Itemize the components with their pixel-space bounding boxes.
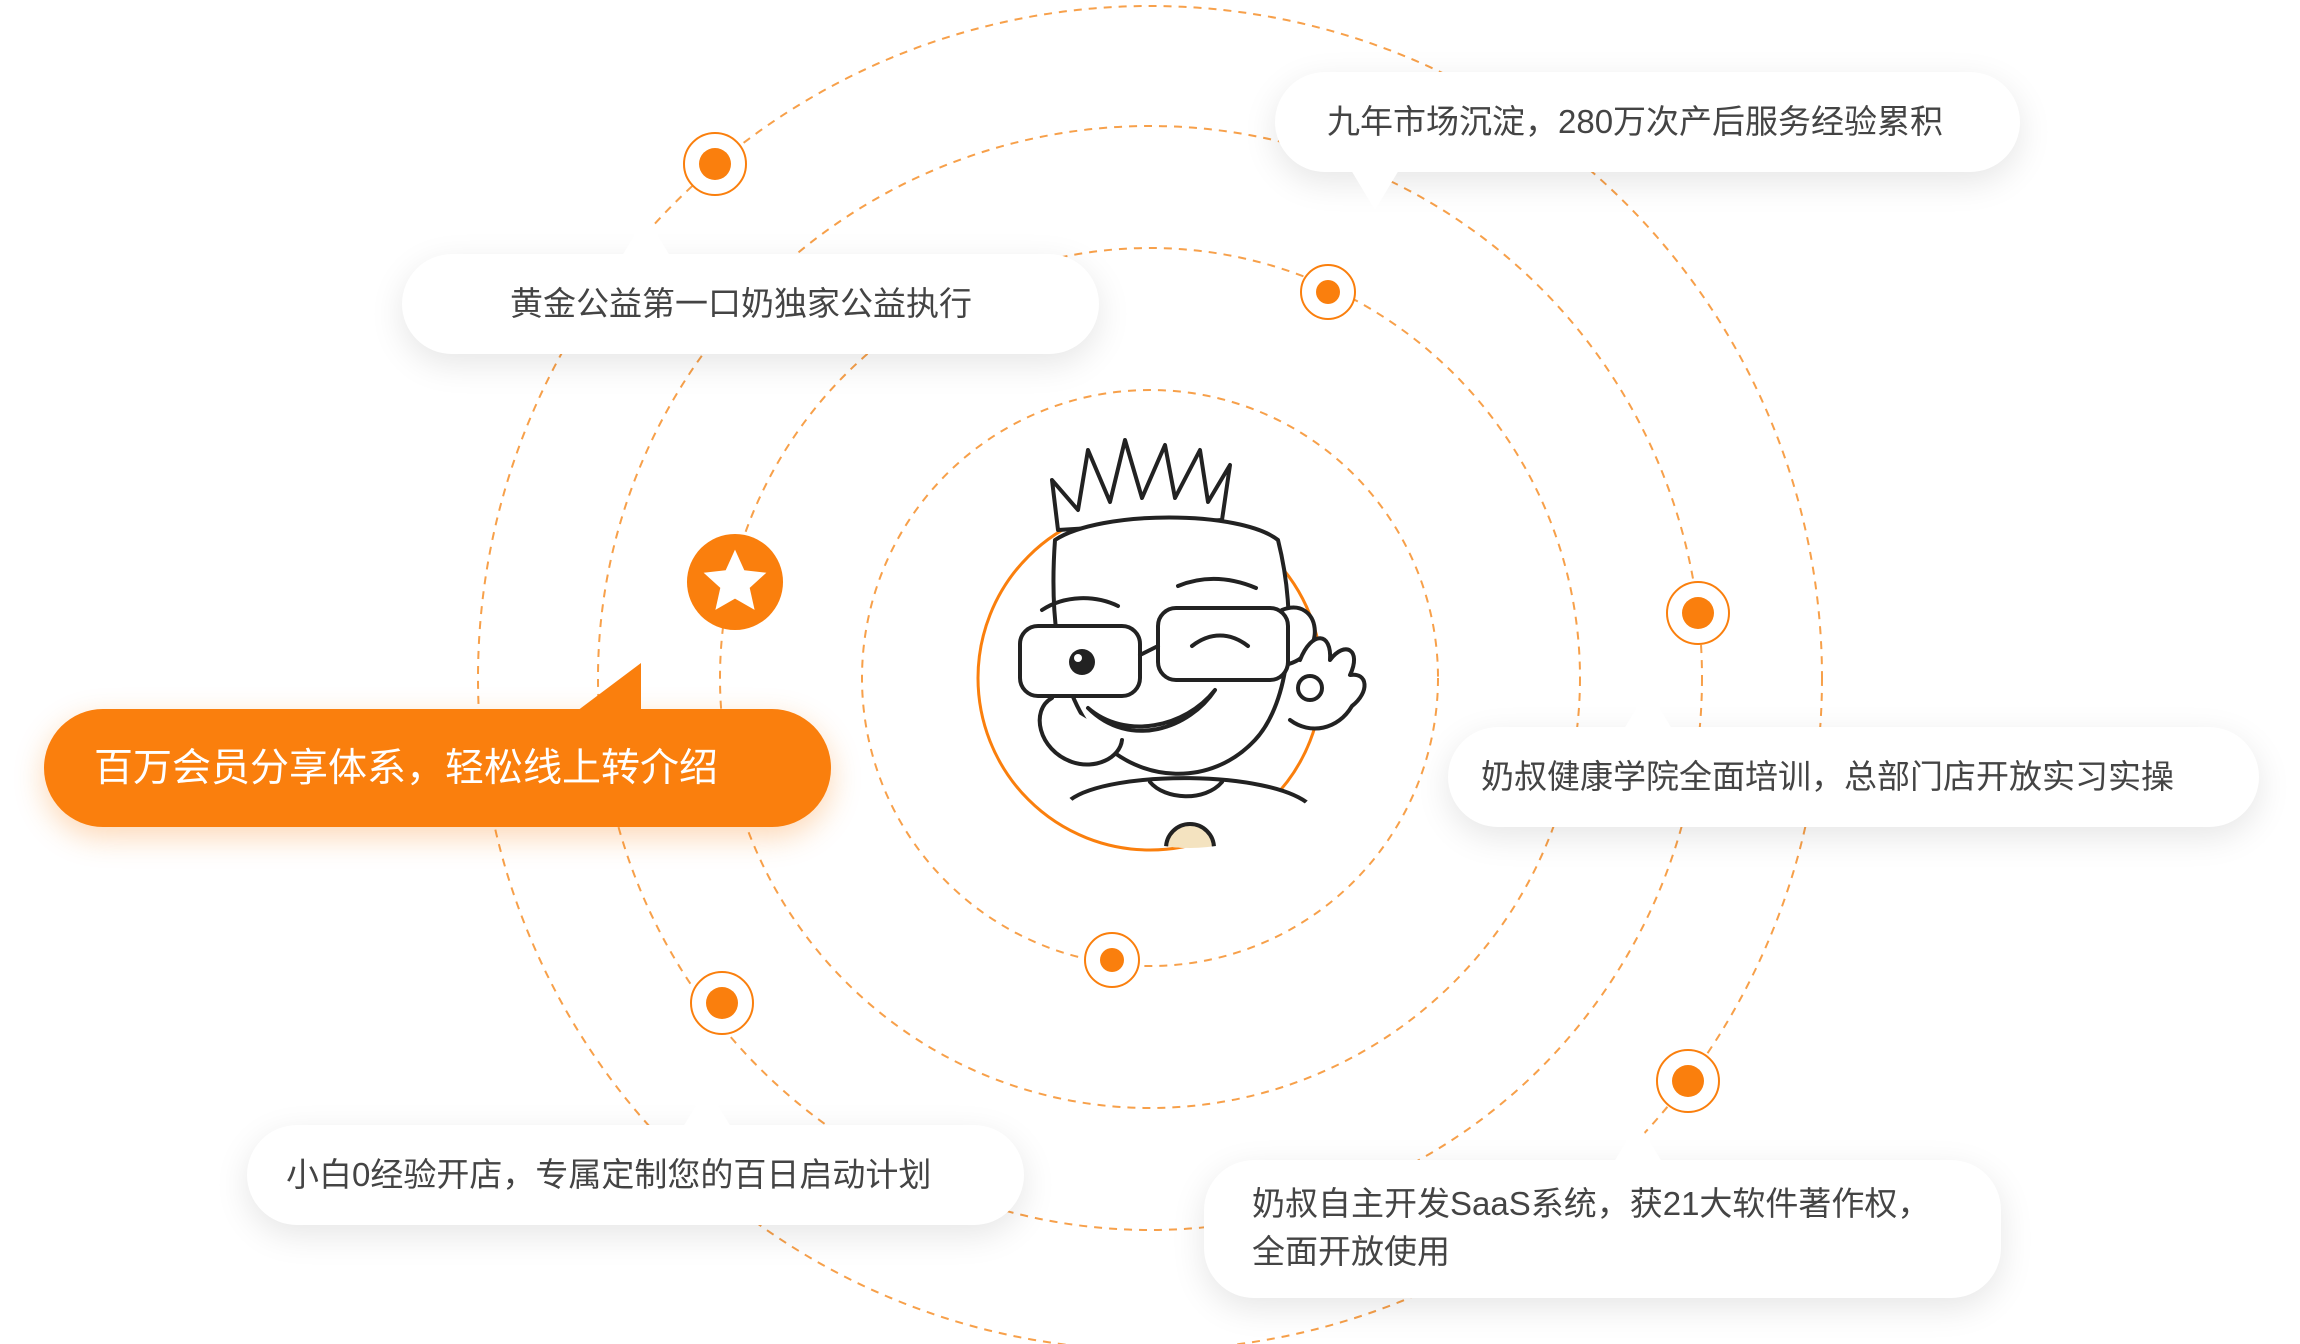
orbit-ring-3 xyxy=(597,125,1703,1231)
callout-saas-system: 奶叔自主开发SaaS系统，获21大软件著作权， 全面开放使用 xyxy=(1204,1122,2001,1298)
orbit-node-dot xyxy=(1656,1049,1720,1113)
callout-highlight-member-sharing: 百万会员分享体系，轻松线上转介绍 xyxy=(44,663,831,827)
bubble-tail xyxy=(1624,689,1672,729)
callout-gold-charity: 黄金公益第一口奶独家公益执行 xyxy=(402,216,1099,354)
orbit-ring-4 xyxy=(477,5,1823,1344)
orbit-node-dot xyxy=(1300,264,1356,320)
callout-text: 奶叔健康学院全面培训，总部门店开放实习实操 xyxy=(1481,758,2174,795)
orbit-ring-1 xyxy=(861,389,1439,967)
bubble-tail xyxy=(1614,1122,1662,1162)
bubble-tail xyxy=(1351,170,1399,210)
orbit-node-dot xyxy=(1084,932,1140,988)
orbit-node-dot xyxy=(1666,581,1730,645)
bubble-tail xyxy=(577,663,641,711)
orbit-node-dot xyxy=(690,971,754,1035)
callout-newbie-plan: 小白0经验开店，专属定制您的百日启动计划 xyxy=(247,1087,1024,1225)
bubble-tail xyxy=(622,216,670,256)
callout-text: 百万会员分享体系，轻松线上转介绍 xyxy=(94,747,719,790)
bubble-tail xyxy=(683,1087,731,1127)
callout-text: 小白0经验开店，专属定制您的百日启动计划 xyxy=(286,1156,932,1193)
callout-nine-years: 九年市场沉淀，280万次产后服务经验累积 xyxy=(1275,72,2020,210)
callout-text: 黄金公益第一口奶独家公益执行 xyxy=(510,285,972,322)
callout-text-line-2: 全面开放使用 xyxy=(1252,1233,1450,1270)
orbit-ring-2 xyxy=(719,247,1581,1109)
orbit-node-dot xyxy=(683,132,747,196)
callout-text: 九年市场沉淀，280万次产后服务经验累积 xyxy=(1327,103,1944,140)
callout-text-line-1: 奶叔自主开发SaaS系统，获21大软件著作权， xyxy=(1252,1185,1931,1222)
mascot-avatar xyxy=(1018,438,1367,848)
star-icon xyxy=(686,533,784,631)
callout-academy: 奶叔健康学院全面培训，总部门店开放实习实操 xyxy=(1448,689,2259,827)
